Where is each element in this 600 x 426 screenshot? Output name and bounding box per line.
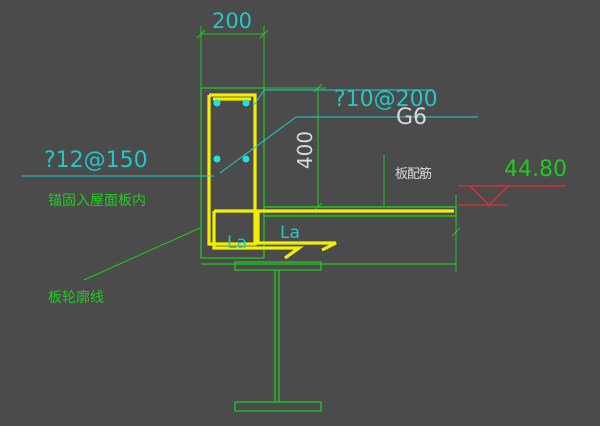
height-dimension-text: 400 bbox=[293, 131, 317, 169]
bar-dot-top-right bbox=[242, 99, 250, 107]
leader-lines bbox=[22, 89, 478, 177]
anchorage-label-left: La bbox=[227, 233, 247, 253]
slab-outline-leader bbox=[83, 227, 201, 281]
stirrup-label: ?10@200 bbox=[334, 87, 438, 112]
anchorage-bar-left bbox=[212, 211, 304, 260]
elevation-value: 44.80 bbox=[504, 157, 567, 182]
anchorage-note: 锚固入屋面板内 bbox=[48, 193, 146, 209]
width-dimension bbox=[196, 26, 269, 88]
bar-dot-mid-left bbox=[213, 155, 221, 163]
longitudinal-bar-label: ?12@150 bbox=[44, 148, 148, 173]
slab-bar-label: 板配筋 bbox=[395, 166, 432, 182]
elevation-marker bbox=[458, 185, 566, 206]
beam-id-label: G6 bbox=[396, 105, 427, 130]
anchorage-label-right: La bbox=[280, 223, 300, 243]
bar-dot-top-left bbox=[213, 99, 221, 107]
right-dimension-line bbox=[451, 195, 461, 272]
steel-i-beam bbox=[201, 261, 456, 412]
longitudinal-bars bbox=[213, 99, 250, 163]
slab-outline-label: 板轮廓线 bbox=[48, 289, 104, 306]
bar-dot-mid-right bbox=[242, 155, 250, 163]
rebar-cage bbox=[207, 93, 257, 246]
width-dimension-text: 200 bbox=[212, 9, 252, 33]
anchorage-bar-right bbox=[256, 211, 337, 252]
